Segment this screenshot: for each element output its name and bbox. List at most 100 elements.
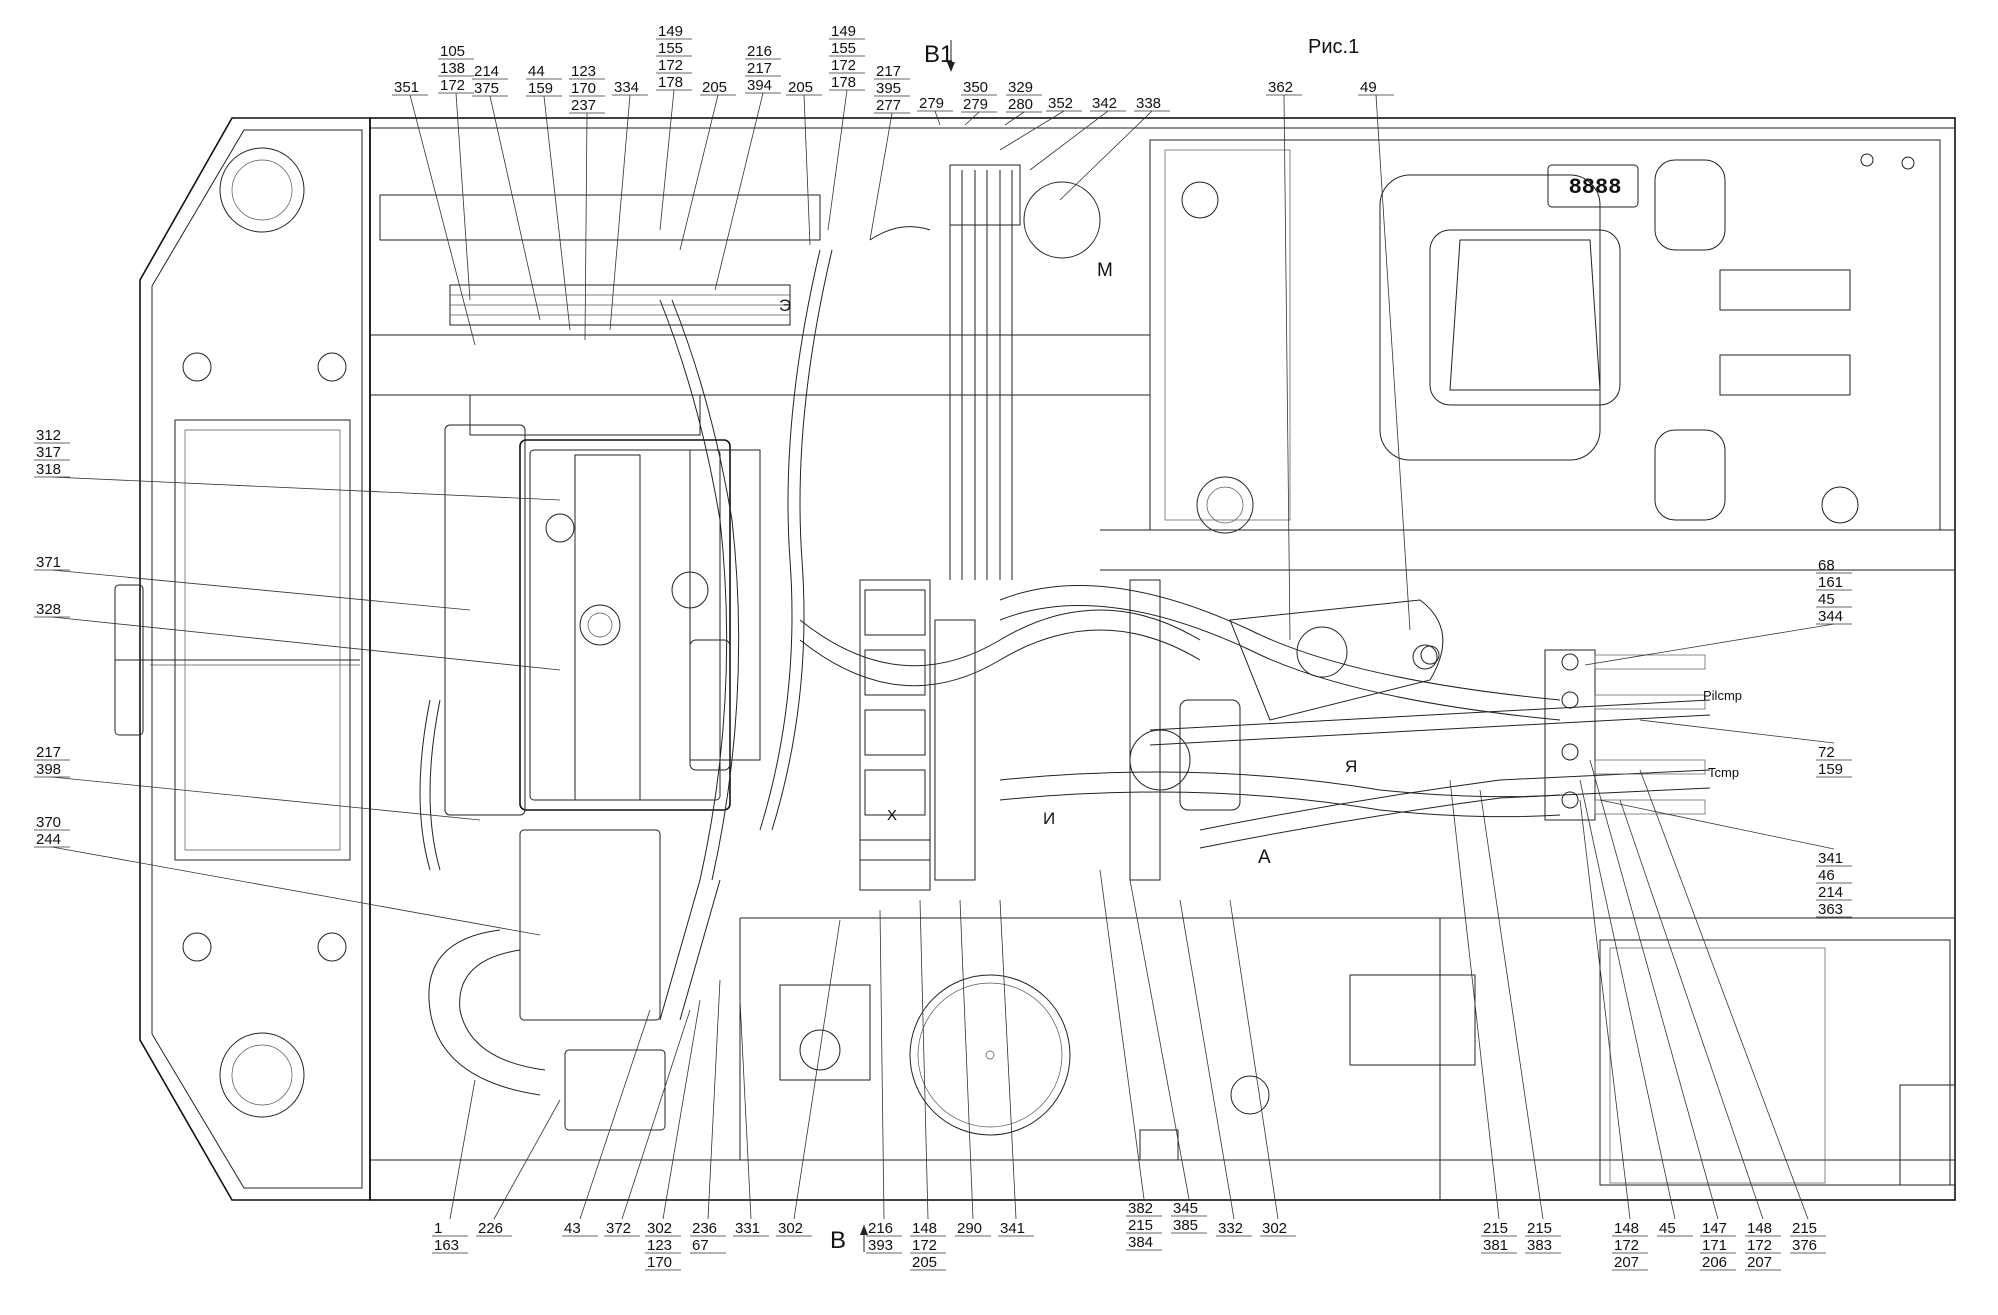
figure-title: Рис.1 (1308, 36, 1359, 58)
callout-number: 155 (658, 40, 683, 57)
callout-number: 395 (876, 80, 901, 97)
leader-line (1179, 899, 1235, 1220)
callout-number: 350 (963, 79, 988, 96)
callout-number: 394 (747, 77, 772, 94)
operator-seat (1181, 159, 1859, 534)
callout-279a: 279 (917, 95, 953, 126)
callout-number: 170 (647, 1254, 672, 1271)
leader-line (714, 92, 764, 291)
callout-number: 279 (963, 96, 988, 113)
callout-number: 1 (434, 1220, 442, 1237)
callout-number: 155 (831, 40, 856, 57)
callout-number: 398 (36, 761, 61, 778)
callout-number: 334 (614, 79, 639, 96)
callout-number: 172 (912, 1237, 937, 1254)
callout-number: 178 (658, 74, 683, 91)
display-readout: 8888 (1569, 175, 1622, 200)
callout-number: 217 (747, 60, 772, 77)
leader-line (621, 1009, 691, 1220)
callout-number: 178 (831, 74, 856, 91)
callout-number: 123 (647, 1237, 672, 1254)
callout-number: 237 (571, 97, 596, 114)
callout-number: 215 (1483, 1220, 1508, 1237)
callout-number: 332 (1218, 1220, 1243, 1237)
callout-number: 148 (912, 1220, 937, 1237)
callout-351: 351 (392, 79, 476, 346)
callout-number: 341 (1818, 850, 1843, 867)
leader-line (584, 112, 588, 341)
leader-line (659, 89, 675, 231)
callout-352: 352 (999, 95, 1082, 151)
callout-number: 385 (1173, 1217, 1198, 1234)
callout-number: 105 (440, 43, 465, 60)
callout-number: 328 (36, 601, 61, 618)
label-tcmp: Tcmp (1708, 765, 1739, 780)
callout-number: 371 (36, 554, 61, 571)
callout-number: 159 (1818, 761, 1843, 778)
callout-number: 383 (1527, 1237, 1552, 1254)
leader-line (51, 569, 471, 611)
callout-number: 205 (788, 79, 813, 96)
callout-number: 216 (868, 1220, 893, 1237)
callout-205b: 205 (786, 79, 822, 246)
callout-number: 375 (474, 80, 499, 97)
callout-342: 342 (1029, 95, 1126, 171)
callout-number: 372 (606, 1220, 631, 1237)
callout-number: 147 (1702, 1220, 1727, 1237)
leader-line (1579, 799, 1631, 1220)
connector-manifolds (1544, 649, 1706, 821)
callout-number: 149 (658, 23, 683, 40)
callout-number: 170 (571, 80, 596, 97)
callout-number: 370 (36, 814, 61, 831)
leader-line (1579, 779, 1676, 1220)
view-label-e: Э (779, 296, 791, 315)
callout-number: 44 (528, 63, 545, 80)
frame-holes (182, 147, 1915, 1118)
callout-number: 72 (1818, 744, 1835, 761)
callout-331: 331 (733, 999, 769, 1237)
hydraulic-hoses (419, 170, 1711, 1021)
callout-number: 163 (434, 1237, 459, 1254)
callout-number: 171 (1702, 1237, 1727, 1254)
callout-number: 67 (692, 1237, 709, 1254)
callout-number: 381 (1483, 1237, 1508, 1254)
callout-372: 372 (604, 1009, 691, 1237)
callout-labels: 3511051381722143754415912317023733414915… (34, 23, 1852, 1271)
engine-block (428, 394, 761, 1131)
view-label-b: В (830, 1227, 846, 1254)
leader-line (803, 94, 811, 246)
callout-number: 207 (1747, 1254, 1772, 1271)
callout-332: 332 (1179, 899, 1252, 1237)
callout-number: 341 (1000, 1220, 1025, 1237)
callout-number: 317 (36, 444, 61, 461)
callout-number: 384 (1128, 1234, 1153, 1251)
callout-number: 49 (1360, 79, 1377, 96)
callout-number: 236 (692, 1220, 717, 1237)
callout-number: 244 (36, 831, 61, 848)
view-label-a: А (1258, 847, 1271, 868)
callout-328: 328 (34, 601, 561, 671)
callout-number: 68 (1818, 557, 1835, 574)
leader-line (964, 111, 980, 126)
leader-line (489, 95, 541, 321)
callout-338: 338 (1059, 95, 1170, 201)
callout-number: 205 (702, 79, 727, 96)
leader-line (543, 95, 571, 331)
leader-line (1639, 769, 1809, 1220)
control-valve-blocks (859, 164, 1241, 891)
callout-number: 45 (1818, 591, 1835, 608)
callout-number: 362 (1268, 79, 1293, 96)
